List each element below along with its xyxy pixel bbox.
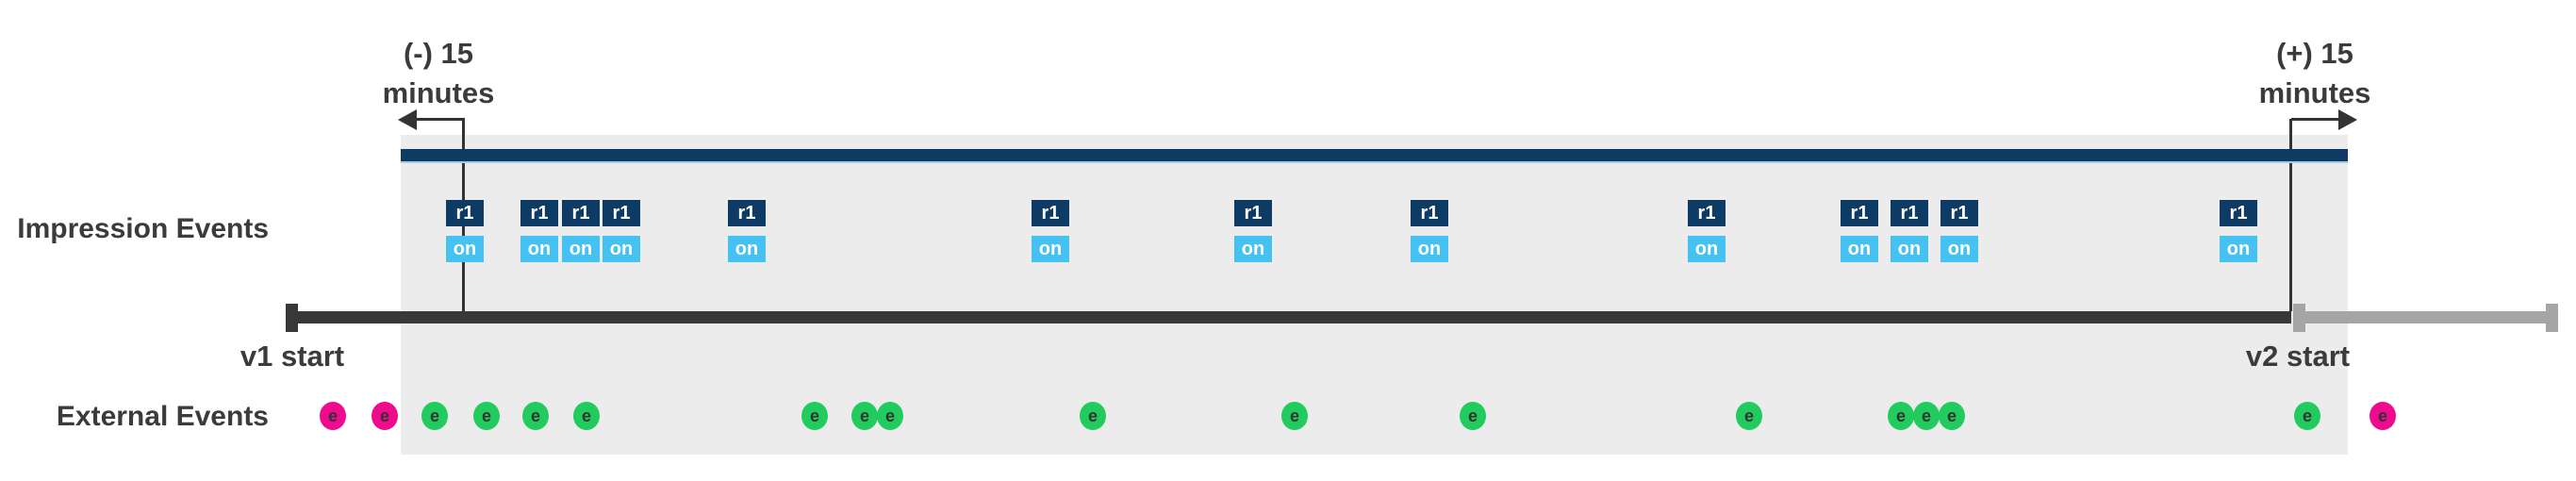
active-version-bar: [401, 149, 2348, 163]
timeline-v1-segment: [286, 311, 2291, 323]
plus-15-line2: minutes: [2258, 76, 2371, 109]
impression-event-group: r1 on: [1940, 200, 1978, 262]
external-event-dot-green: e: [801, 402, 828, 430]
impression-on-chip: on: [1891, 236, 1928, 262]
arrow-left-icon: [398, 109, 417, 130]
impression-event-group: r1 on: [2220, 200, 2257, 262]
impression-event-group: r1 on: [1891, 200, 1928, 262]
impression-event-group: r1 on: [520, 200, 558, 262]
impression-on-chip: on: [446, 236, 484, 262]
impression-r1-chip: r1: [603, 200, 640, 226]
external-event-dot-green: e: [1080, 402, 1106, 430]
external-event-dot-green: e: [2294, 402, 2320, 430]
timeline-end-cap: [2546, 304, 2558, 332]
impression-on-chip: on: [520, 236, 558, 262]
external-event-dot-green: e: [877, 402, 903, 430]
impression-r1-chip: r1: [1841, 200, 1878, 226]
external-event-dot-green: e: [1888, 402, 1914, 430]
impression-on-chip: on: [728, 236, 766, 262]
external-event-dot-green: e: [851, 402, 878, 430]
minus-15-arrow-line: [415, 118, 465, 121]
arrow-right-icon: [2338, 109, 2357, 130]
plus-15-boundary-line: [2289, 119, 2292, 311]
external-event-dot-magenta: e: [372, 402, 398, 430]
v2-start-label: v2 start: [2245, 340, 2351, 373]
impression-r1-chip: r1: [520, 200, 558, 226]
v1-start-label: v1 start: [239, 340, 345, 373]
impression-r1-chip: r1: [1891, 200, 1928, 226]
impression-event-group: r1 on: [1411, 200, 1448, 262]
timeline-v2-segment: [2293, 311, 2558, 323]
impression-on-chip: on: [1411, 236, 1448, 262]
external-event-dot-green: e: [522, 402, 549, 430]
impression-event-group: r1 on: [446, 200, 484, 262]
minus-15-minutes-label: (-) 15 minutes: [288, 34, 589, 113]
impression-event-group: r1 on: [1841, 200, 1878, 262]
impression-r1-chip: r1: [1940, 200, 1978, 226]
impression-on-chip: on: [1688, 236, 1726, 262]
impression-r1-chip: r1: [2220, 200, 2257, 226]
external-event-dot-green: e: [1939, 402, 1965, 430]
impression-r1-chip: r1: [728, 200, 766, 226]
external-event-dot-green: e: [421, 402, 448, 430]
impression-r1-chip: r1: [1032, 200, 1069, 226]
impression-on-chip: on: [562, 236, 600, 262]
impression-event-group: r1 on: [728, 200, 766, 262]
impression-r1-chip: r1: [1688, 200, 1726, 226]
external-event-dot-green: e: [1460, 402, 1486, 430]
impression-on-chip: on: [1841, 236, 1878, 262]
minus-15-line2: minutes: [382, 76, 495, 109]
external-event-dot-green: e: [1913, 402, 1940, 430]
impression-event-group: r1 on: [1234, 200, 1272, 262]
plus-15-arrow-line: [2291, 118, 2340, 121]
external-event-dot-green: e: [1736, 402, 1762, 430]
impression-on-chip: on: [603, 236, 640, 262]
impression-on-chip: on: [1940, 236, 1978, 262]
external-event-dot-magenta: e: [2370, 402, 2396, 430]
external-events-label: External Events: [56, 401, 269, 432]
impression-r1-chip: r1: [446, 200, 484, 226]
impression-on-chip: on: [1234, 236, 1272, 262]
impression-event-group: r1 on: [562, 200, 600, 262]
plus-15-line1: (+) 15: [2276, 37, 2353, 70]
external-event-dot-green: e: [573, 402, 600, 430]
experiment-window-panel: [401, 135, 2348, 455]
impression-event-group: r1 on: [1688, 200, 1726, 262]
external-event-dot-green: e: [1281, 402, 1308, 430]
plus-15-minutes-label: (+) 15 minutes: [2164, 34, 2466, 113]
impression-on-chip: on: [2220, 236, 2257, 262]
impression-r1-chip: r1: [1234, 200, 1272, 226]
impression-event-group: r1 on: [603, 200, 640, 262]
impression-r1-chip: r1: [1411, 200, 1448, 226]
minus-15-line1: (-) 15: [403, 37, 474, 70]
external-event-dot-magenta: e: [320, 402, 346, 430]
external-event-dot-green: e: [473, 402, 500, 430]
impression-event-group: r1 on: [1032, 200, 1069, 262]
impression-on-chip: on: [1032, 236, 1069, 262]
impression-events-label: Impression Events: [17, 213, 269, 244]
impression-r1-chip: r1: [562, 200, 600, 226]
